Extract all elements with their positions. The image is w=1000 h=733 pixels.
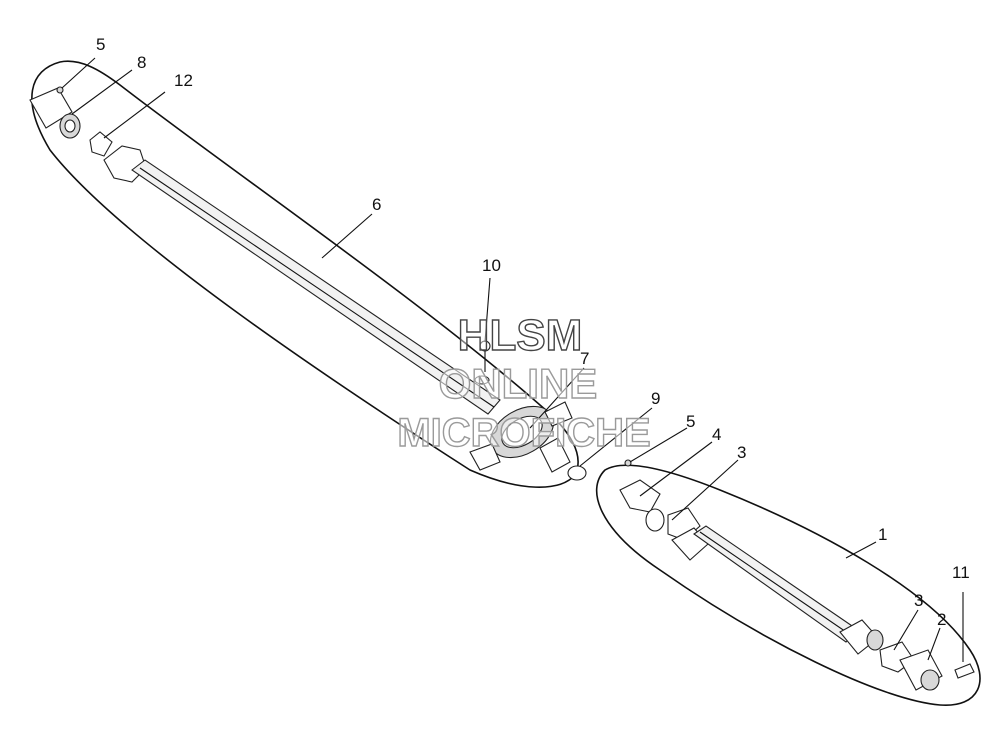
end-yoke-2-hub [920,669,940,691]
washer [474,375,490,385]
grease-fitting-5 [56,86,64,94]
callout-2: 2 [937,610,946,629]
splined-stub [539,437,571,473]
leader-10 [484,277,491,343]
callout-11: 11 [952,563,970,582]
rear-shaft-group-outline [595,464,981,706]
cross-spider-12 [89,131,113,157]
flange-yoke [29,87,73,129]
leader-12 [103,91,166,139]
callout-4: 4 [712,425,721,444]
leader-7 [529,367,585,429]
leader-5-mid [629,427,688,463]
watermark-line3: MICROFICHE [397,411,650,455]
callout-8: 8 [137,53,146,72]
shaft-tube-highlight [139,167,495,408]
bearing-cup-rear [866,629,884,651]
callout-5-top: 5 [96,35,105,54]
center-bearing-7-race [501,415,543,449]
callout-3-low: 3 [914,591,923,610]
bearing-bracket-foot-right [544,401,573,427]
callout-5-mid: 5 [686,412,695,431]
leader-8 [71,69,133,115]
snap-ring-9 [567,465,587,481]
leader-1 [845,541,877,559]
leader-3-low [893,609,919,651]
leader-4 [639,441,713,497]
front-shaft-group-outline [31,60,579,488]
grease-fitting-5-rear [624,459,632,467]
leader-2 [927,627,941,661]
callout-1: 1 [878,525,887,544]
callout-12: 12 [174,71,193,90]
callout-10: 10 [482,256,501,275]
leader-3-mid [671,459,739,521]
bolt-11 [954,663,975,679]
callout-3-mid: 3 [737,443,746,462]
callout-9: 9 [651,389,660,408]
leader-5-top [61,57,96,89]
bearing-cup-4 [645,508,665,532]
callout-7: 7 [580,349,589,368]
bearing-cup-8-inner [64,119,76,133]
watermark-line2: ONLINE [439,360,598,407]
rear-shaft-assembly [619,459,975,691]
bearing-bracket-foot-left [469,443,501,471]
shaft-tube-1-highlight [699,531,853,637]
watermark-line1: HLSM [458,311,583,360]
callout-6: 6 [372,195,381,214]
leader-9 [579,407,653,467]
leader-6 [321,213,373,259]
